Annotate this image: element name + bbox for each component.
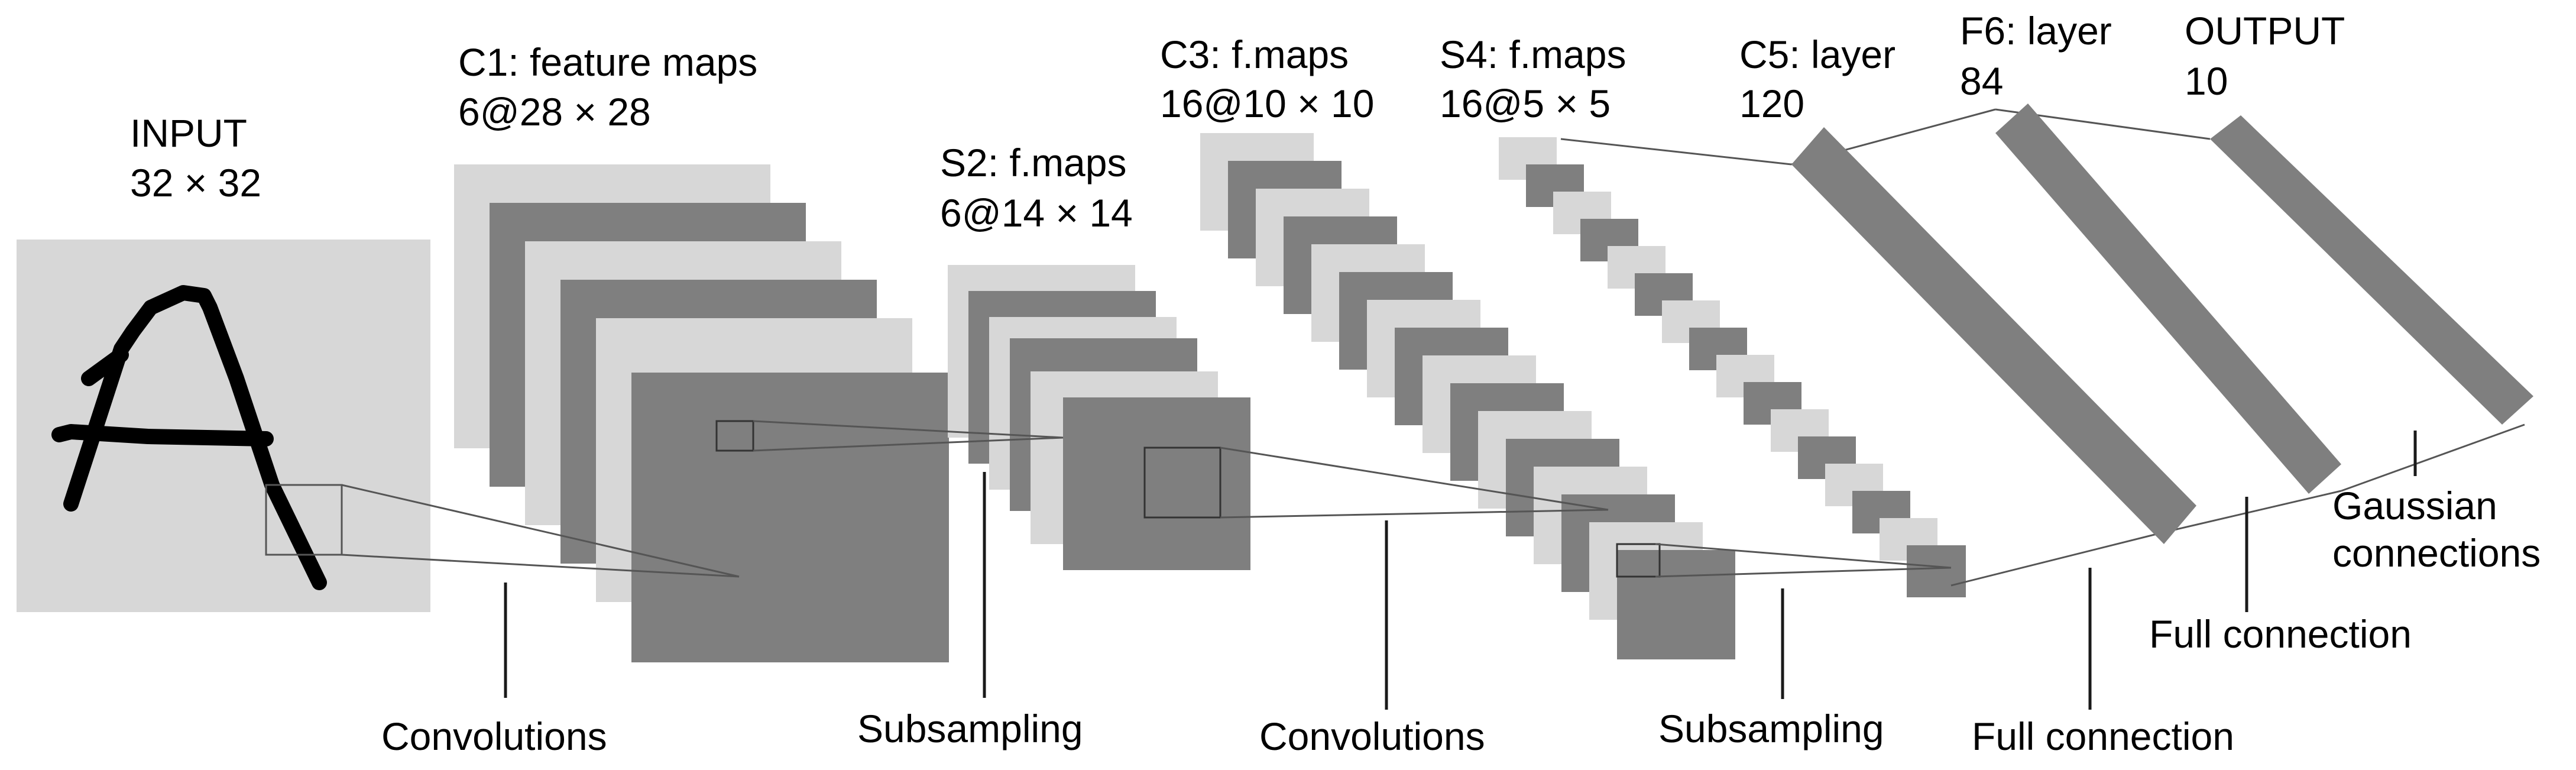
- c3-title: C3: f.maps: [1160, 33, 1349, 76]
- c3-map-16: [1617, 550, 1735, 659]
- s2-feature-maps: [948, 265, 1250, 570]
- input-receptive-field: [265, 484, 343, 556]
- s2-receptive-field: [1143, 447, 1221, 519]
- gaussian-caption-line2: connections: [2332, 531, 2541, 575]
- conv2-caption: Convolutions: [1259, 714, 1485, 758]
- f6-size: 84: [1960, 59, 2003, 103]
- c3-feature-maps: [1200, 133, 1735, 659]
- f6-layer: [1995, 103, 2341, 494]
- c5-title: C5: layer: [1739, 33, 1895, 76]
- projection-lines: [341, 108, 2525, 587]
- input-layer: [17, 240, 430, 612]
- s2-size: 6@14 × 14: [940, 191, 1133, 235]
- s4-size: 16@5 × 5: [1440, 82, 1611, 125]
- s4-feature-maps: [1499, 137, 1966, 597]
- s4-title: S4: f.maps: [1440, 33, 1626, 76]
- input-size: 32 × 32: [130, 161, 261, 205]
- caption-leaders: [504, 431, 2417, 710]
- output-size: 10: [2185, 59, 2228, 103]
- c1-receptive-field: [715, 420, 754, 452]
- subsampling1-caption: Subsampling: [857, 707, 1083, 750]
- c3-receptive-field: [1616, 543, 1661, 578]
- c1-title: C1: feature maps: [458, 40, 757, 84]
- input-letter-a: [51, 285, 327, 590]
- input-title: INPUT: [130, 111, 247, 155]
- full-connection2-caption: Full connection: [2149, 612, 2412, 656]
- gaussian-caption-line1: Gaussian: [2332, 484, 2497, 528]
- c3-size: 16@10 × 10: [1160, 82, 1374, 125]
- f6-title: F6: layer: [1960, 9, 2112, 53]
- c5-layer: [1791, 127, 2196, 544]
- c1-feature-maps: [454, 164, 949, 662]
- s2-title: S2: f.maps: [940, 141, 1126, 185]
- output-layer: [2210, 115, 2533, 425]
- c1-size: 6@28 × 28: [458, 90, 651, 134]
- s4-map-16: [1907, 545, 1966, 597]
- conv1-caption: Convolutions: [381, 714, 607, 758]
- c5-size: 120: [1739, 82, 1804, 125]
- subsampling2-caption: Subsampling: [1658, 707, 1884, 750]
- full-connection1-caption: Full connection: [1972, 714, 2234, 758]
- output-title: OUTPUT: [2185, 9, 2345, 53]
